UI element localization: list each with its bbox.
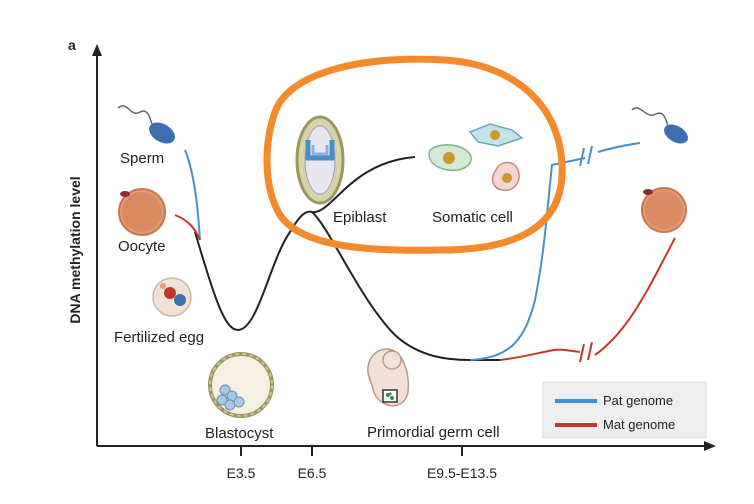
paternal-curve-germline: [469, 157, 586, 361]
paternal-curve-sperm: [184, 149, 201, 241]
common-methylation-curve-pgc: [311, 211, 500, 361]
legend-label-mat: Mat genome: [603, 417, 675, 432]
oocyte-icon-right: [641, 187, 687, 233]
embryo-icon: [367, 348, 410, 407]
common-methylation-curve-early: [194, 156, 416, 332]
axes: [92, 44, 716, 456]
label-primordial-germ-cell: Primordial germ cell: [367, 424, 500, 441]
sperm-icon: [117, 105, 175, 144]
y-axis-label: DNA methylation level: [67, 176, 83, 323]
somatic-cells-icon: [428, 123, 524, 191]
maternal-curve-adult: [594, 237, 676, 356]
legend: Pat genome Mat genome: [542, 381, 707, 439]
oocyte-icon: [118, 188, 166, 236]
label-sperm: Sperm: [120, 150, 164, 167]
x-tick-label-e9-5-e13-5: E9.5-E13.5: [427, 465, 497, 481]
legend-label-pat: Pat genome: [603, 393, 673, 408]
label-blastocyst: Blastocyst: [205, 425, 274, 442]
fertilized-egg-icon: [152, 277, 192, 317]
x-tick-label-e3-5: E3.5: [227, 465, 256, 481]
label-fertilized-egg: Fertilized egg: [114, 329, 204, 346]
panel-label: a: [68, 37, 76, 53]
maternal-curve-germline: [499, 348, 581, 361]
epiblast-icon: [295, 115, 345, 205]
break-mark-blue: [579, 145, 593, 167]
x-axis-arrow: [704, 441, 716, 451]
y-axis-arrow: [92, 44, 102, 56]
sperm-icon-right: [631, 107, 688, 144]
highlight-circle: [263, 55, 566, 254]
break-mark-red: [579, 341, 593, 363]
label-oocyte: Oocyte: [118, 238, 166, 255]
legend-box: [542, 381, 707, 439]
label-somatic-cell: Somatic cell: [432, 209, 513, 226]
label-epiblast: Epiblast: [333, 209, 387, 226]
maternal-curve-oocyte: [174, 214, 201, 241]
blastocyst-icon: [208, 352, 274, 418]
paternal-curve-adult: [597, 142, 641, 153]
x-tick-label-e6-5: E6.5: [298, 465, 327, 481]
